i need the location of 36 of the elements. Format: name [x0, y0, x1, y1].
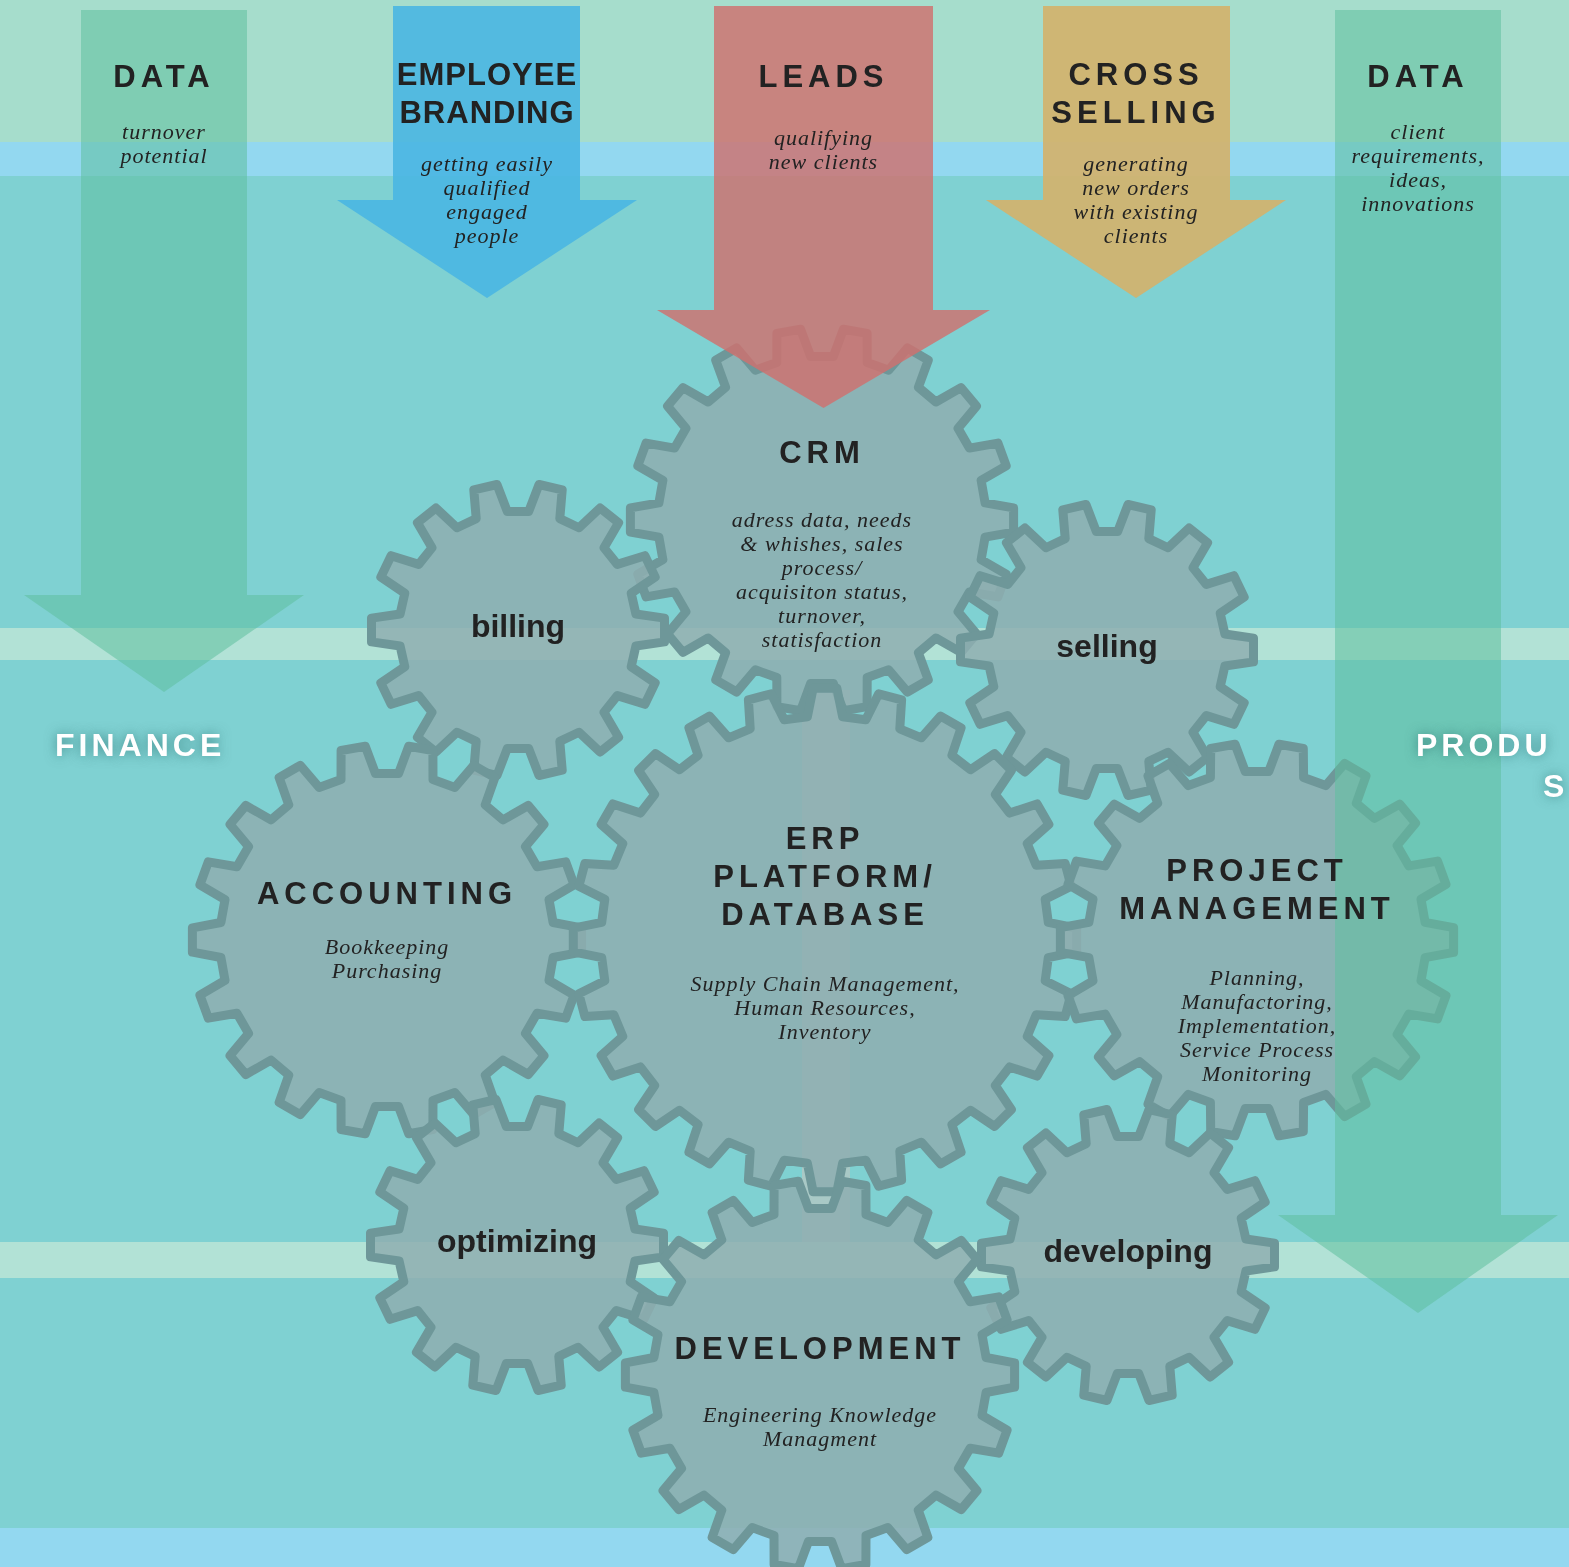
gear: [364, 1092, 670, 1398]
banner-title: EMPLOYEE BRANDING: [395, 56, 579, 132]
gear-description: Planning, Manufactoring, Implementation, Service Process Monitoring: [1176, 966, 1338, 1086]
gear-description: adress data, needs & whishes, sales process/ acquisiton status, turnover, statisfaction: [730, 508, 914, 652]
gear-title: CRM: [778, 434, 866, 472]
gear-title: PROJECT MANAGEMENT: [1118, 852, 1396, 928]
gear-title: DEVELOPMENT: [673, 1330, 967, 1368]
down-pointing-banner: [657, 6, 990, 408]
gear: [619, 1174, 1021, 1567]
gear-label: optimizing: [436, 1223, 598, 1260]
banner-description: qualifying new clients: [767, 126, 880, 174]
banner-title: CROSS SELLING: [1051, 56, 1221, 132]
banner-description: client requirements, ideas, innovations: [1350, 120, 1486, 216]
down-pointing-banner: [986, 6, 1286, 298]
gear-label: developing: [1042, 1233, 1214, 1270]
gear: [365, 477, 671, 783]
section-label: PRODU: [1416, 727, 1552, 764]
section-label: S: [1543, 768, 1569, 805]
gear: [975, 1102, 1281, 1408]
banner-title: LEADS: [757, 58, 890, 96]
gear-description: Bookkeeping Purchasing: [323, 935, 451, 983]
down-pointing-banner: [337, 6, 637, 298]
gear-title: ACCOUNTING: [255, 875, 519, 913]
banner-description: generating new orders with existing clients: [1072, 152, 1200, 248]
gear-label: billing: [469, 608, 567, 645]
banner-description: getting easily qualified engaged people: [420, 152, 554, 248]
banner-title: DATA: [1366, 58, 1470, 96]
gear: [954, 497, 1260, 803]
banner-description: turnover potential: [118, 120, 209, 168]
down-pointing-banner: [24, 10, 304, 692]
gear-title: ERP PLATFORM/ DATABASE: [712, 820, 938, 934]
gear-label: selling: [1055, 628, 1159, 665]
banner-title: DATA: [112, 58, 216, 96]
gear-description: Engineering Knowledge Managment: [701, 1403, 939, 1451]
section-label: FINANCE: [55, 727, 226, 764]
gear-description: Supply Chain Management, Human Resources, Inventory: [689, 972, 961, 1044]
